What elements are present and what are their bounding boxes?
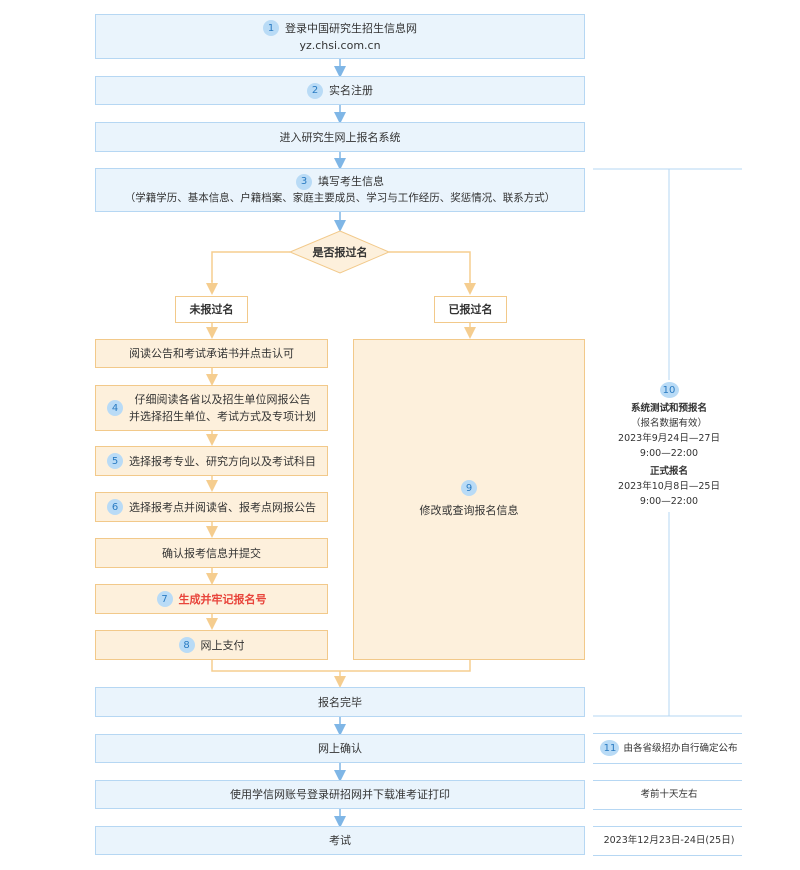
side-divider bbox=[593, 733, 742, 734]
step-11-confirmation-note: 11 由各省级招办自行确定公布 bbox=[595, 740, 743, 756]
step-number-badge: 1 bbox=[263, 20, 279, 36]
enter-system-label: 进入研究生网上报名系统 bbox=[279, 130, 401, 144]
step-9-label: 修改或查询报名信息 bbox=[419, 504, 519, 517]
print-admission-label: 使用学信网账号登录研招网并下载准考证打印 bbox=[230, 788, 450, 801]
step-number-badge: 2 bbox=[307, 82, 323, 99]
step-2-register: 2 实名注册 bbox=[95, 76, 585, 105]
step-11-label: 由各省级招办自行确定公布 bbox=[623, 742, 738, 754]
read-notice-label: 阅读公告和考试承诺书并点击认可 bbox=[129, 347, 294, 360]
step-1-title: 登录中国研究生招生信息网 bbox=[285, 21, 417, 35]
step-9-modify-query: 9 修改或查询报名信息 bbox=[353, 339, 585, 660]
step-number-badge: 7 bbox=[156, 591, 173, 607]
formal-registration-time: 9:00—22:00 bbox=[639, 496, 699, 507]
step-10-registration-period: 10 系统测试和预报名 （报名数据有效） 2023年9月24日—27日 9:00… bbox=[595, 382, 743, 509]
step-number-badge: 10 bbox=[659, 382, 679, 398]
step-3-fill-info: 3 填写考生信息 （学籍学历、基本信息、户籍档案、家庭主要成员、学习与工作经历、… bbox=[95, 168, 585, 212]
read-notice-step: 阅读公告和考试承诺书并点击认可 bbox=[95, 339, 328, 368]
enter-system-step: 进入研究生网上报名系统 bbox=[95, 122, 585, 152]
step-3-details: （学籍学历、基本信息、户籍档案、家庭主要成员、学习与工作经历、奖惩情况、联系方式… bbox=[124, 192, 556, 204]
step-1-url: yz.chsi.com.cn bbox=[299, 38, 381, 52]
pre-registration-date: 2023年9月24日—27日 bbox=[618, 433, 720, 444]
step-number-badge: 4 bbox=[107, 400, 123, 416]
registration-complete-step: 报名完毕 bbox=[95, 687, 585, 717]
step-6-label: 选择报考点并阅读省、报考点网报公告 bbox=[129, 500, 316, 514]
decision-label: 是否报过名 bbox=[312, 245, 368, 259]
step-number-badge: 6 bbox=[107, 499, 123, 515]
confirm-submit-label: 确认报考信息并提交 bbox=[162, 546, 261, 560]
print-admission-step: 使用学信网账号登录研招网并下载准考证打印 bbox=[95, 780, 585, 809]
step-3-title: 填写考生信息 bbox=[318, 175, 384, 188]
side-divider bbox=[593, 855, 742, 856]
step-number-badge: 11 bbox=[600, 740, 620, 756]
exam-step: 考试 bbox=[95, 826, 585, 855]
confirm-submit-step: 确认报考信息并提交 bbox=[95, 538, 328, 568]
pre-registration-title: 系统测试和预报名 bbox=[630, 403, 707, 414]
step-4-select-unit: 4 仔细阅读各省以及招生单位网报公告 并选择招生单位、考试方式及专项计划 bbox=[95, 385, 328, 431]
print-time-note: 考前十天左右 bbox=[640, 789, 698, 800]
registration-complete-label: 报名完毕 bbox=[318, 695, 362, 709]
exam-date-note: 2023年12月23日-24日(25日) bbox=[603, 835, 735, 846]
step-6-select-exam-site: 6 选择报考点并阅读省、报考点网报公告 bbox=[95, 492, 328, 522]
side-divider bbox=[593, 826, 742, 827]
already-registered-label: 已报过名 bbox=[434, 296, 507, 323]
step-1-login: 1 登录中国研究生招生信息网 yz.chsi.com.cn bbox=[95, 14, 585, 59]
step-2-label: 实名注册 bbox=[329, 84, 373, 97]
formal-registration-date: 2023年10月8日—25日 bbox=[618, 481, 720, 492]
side-divider bbox=[593, 780, 742, 781]
formal-registration-title: 正式报名 bbox=[649, 466, 688, 477]
step-4-line2: 并选择招生单位、考试方式及专项计划 bbox=[129, 410, 316, 423]
step-number-badge: 3 bbox=[296, 173, 312, 190]
step-number-badge: 9 bbox=[461, 480, 477, 496]
step-4-line1: 仔细阅读各省以及招生单位网报公告 bbox=[134, 393, 311, 406]
step-8-online-payment: 8 网上支付 bbox=[95, 630, 328, 660]
step-7-label: 生成并牢记报名号 bbox=[178, 592, 267, 606]
side-divider bbox=[593, 809, 742, 810]
step-5-select-major: 5 选择报考专业、研究方向以及考试科目 bbox=[95, 446, 328, 476]
step-number-badge: 8 bbox=[178, 637, 195, 653]
online-confirmation-step: 网上确认 bbox=[95, 734, 585, 763]
online-confirmation-label: 网上确认 bbox=[318, 742, 362, 755]
step-5-label: 选择报考专业、研究方向以及考试科目 bbox=[129, 454, 316, 468]
step-number-badge: 5 bbox=[107, 453, 123, 469]
pre-registration-note: （报名数据有效） bbox=[630, 418, 707, 429]
exam-label: 考试 bbox=[329, 834, 351, 847]
not-registered-label: 未报过名 bbox=[175, 296, 248, 323]
side-divider bbox=[593, 763, 742, 764]
pre-registration-time: 9:00—22:00 bbox=[639, 448, 699, 459]
step-7-registration-number: 7 生成并牢记报名号 bbox=[95, 584, 328, 614]
step-8-label: 网上支付 bbox=[200, 638, 245, 652]
